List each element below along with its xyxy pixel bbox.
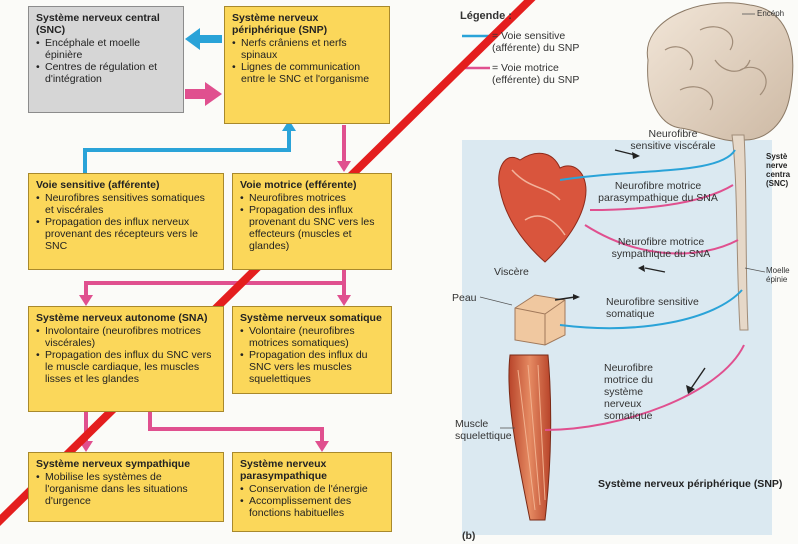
snc-title: Système nerveux central (SNC)	[36, 12, 176, 36]
sympathique-box: Système nerveux sympathique Mobilise les…	[28, 452, 224, 522]
efferent-item: Propagation des influx provenant du SNC …	[240, 204, 384, 252]
snp-title: Système nerveux périphérique (SNP)	[232, 12, 382, 36]
brain-illustration	[647, 3, 793, 141]
afferent-title: Voie sensitive (afférente)	[36, 179, 216, 191]
afferent-item: Neurofibres sensitives somatiques et vis…	[36, 192, 216, 216]
afferent-box: Voie sensitive (afférente) Neurofibres s…	[28, 173, 224, 270]
sympathetic-label: Neurofibre motrice sympathique du SNA	[600, 236, 722, 260]
sna-item: Involontaire (neurofibres motrices viscé…	[36, 325, 216, 349]
snc-item: Centres de régulation et d'intégration	[36, 61, 176, 85]
parasympathique-item: Accomplissement des fonctions habituelle…	[240, 495, 384, 519]
parasympathique-title: Système nerveux parasympathique	[240, 458, 384, 482]
sympathique-title: Système nerveux sympathique	[36, 458, 216, 470]
efferent-to-sna-line	[86, 283, 344, 297]
efferent-item: Neurofibres motrices	[240, 192, 384, 204]
somatique-title: Système nerveux somatique	[240, 312, 384, 324]
illustration-caption: Système nerveux périphérique (SNP)	[598, 478, 782, 490]
arrow-snp-to-snc	[185, 28, 222, 50]
somatic-sensitive-label: Neurofibre sensitive somatique	[606, 296, 706, 320]
sna-item: Propagation des influx du SNC vers le mu…	[36, 349, 216, 385]
arrow-snc-to-snp	[185, 82, 222, 106]
parasympathetic-label: Neurofibre motrice parasympathique du SN…	[598, 180, 718, 204]
sna-to-parasympathetic-line	[150, 412, 322, 443]
efferent-to-sna-arrowhead	[79, 295, 93, 306]
snp-item: Lignes de communication entre le SNC et …	[232, 61, 382, 85]
somatique-item: Volontaire (neurofibres motrices somatiq…	[240, 325, 384, 349]
snp-item: Nerfs crâniens et nerfs spinaux	[232, 37, 382, 61]
somatique-box: Système nerveux somatique Volontaire (ne…	[232, 306, 392, 394]
sna-title: Système nerveux autonome (SNA)	[36, 312, 216, 324]
afferent-to-snp-line	[85, 128, 289, 173]
efferent-title: Voie motrice (efférente)	[240, 179, 384, 191]
muscle-label: Muscle squelettique	[455, 418, 510, 442]
legend-sensitive-label: = Voie sensitive (afférente) du SNP	[492, 30, 602, 54]
visceral-sensitive-label: Neurofibre sensitive viscérale	[628, 128, 718, 152]
snp-to-efferent-arrowhead	[337, 161, 351, 172]
efferent-to-somatic-arrowhead	[337, 295, 351, 306]
panel-label: (b)	[462, 530, 475, 542]
snc-side-label: Systè nerve centra (SNC)	[766, 152, 796, 188]
encephale-label: Encéph	[757, 8, 784, 20]
efferent-box: Voie motrice (efférente) Neurofibres mot…	[232, 173, 392, 270]
sna-box: Système nerveux autonome (SNA) Involonta…	[28, 306, 224, 412]
legend-motor-label: = Voie motrice (efférente) du SNP	[492, 62, 602, 86]
peau-label: Peau	[452, 292, 477, 304]
somatic-motor-label: Neurofibre motrice du système nerveux so…	[604, 362, 680, 422]
sympathique-item: Mobilise les systèmes de l'organisme dan…	[36, 471, 216, 507]
snc-item: Encéphale et moelle épinière	[36, 37, 176, 61]
afferent-item: Propagation des influx nerveux provenant…	[36, 216, 216, 252]
snc-box: Système nerveux central (SNC) Encéphale …	[28, 6, 184, 113]
sna-to-parasympathetic-arrowhead	[315, 441, 329, 452]
snp-box: Système nerveux périphérique (SNP) Nerfs…	[224, 6, 390, 124]
moelle-label: Moelle épinie	[766, 266, 796, 284]
viscere-label: Viscère	[494, 266, 529, 278]
parasympathique-item: Conservation de l'énergie	[240, 483, 384, 495]
parasympathique-box: Système nerveux parasympathique Conserva…	[232, 452, 392, 532]
somatique-item: Propagation des influx du SNC vers les m…	[240, 349, 384, 385]
legend-title: Légende :	[460, 10, 512, 22]
